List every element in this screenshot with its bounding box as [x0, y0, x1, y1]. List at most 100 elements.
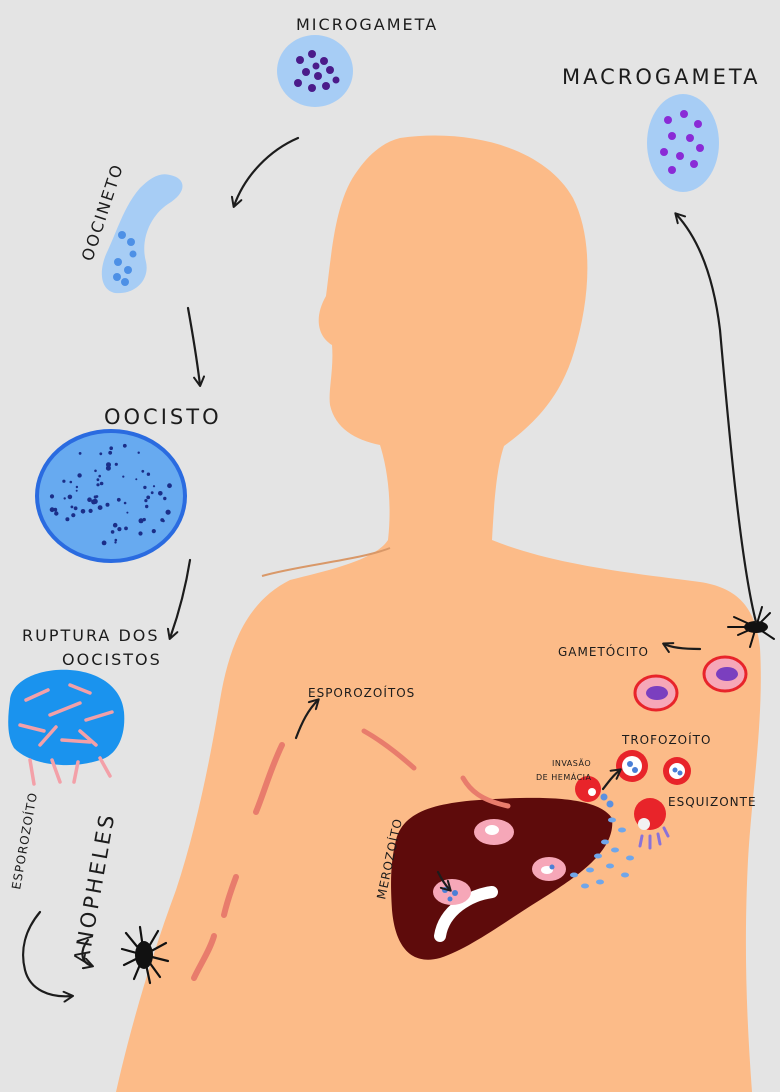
oocyst-speckle — [71, 513, 76, 518]
oocyst-speckle — [106, 462, 111, 468]
mosquito-icon — [727, 606, 775, 648]
oocyst-speckle — [152, 485, 156, 488]
schizont-cell — [634, 798, 670, 850]
liver — [391, 797, 634, 960]
oocyst-speckle — [122, 443, 127, 448]
liver-highlight — [434, 886, 498, 942]
oocyst-speckle — [99, 481, 104, 486]
oocyst-speckle — [114, 538, 118, 542]
oocyst-speckle — [162, 519, 165, 523]
oocyst-speckle — [63, 497, 66, 500]
oocyst-speckle — [77, 473, 82, 478]
oocyst-speckle — [96, 478, 100, 482]
mosquito-icon — [120, 925, 170, 985]
gametocyte-cell — [702, 655, 748, 693]
collar-line — [261, 547, 391, 577]
oocyst-speckle — [105, 465, 111, 471]
oocyst-speckle — [49, 494, 55, 499]
oocyst-speckle — [146, 495, 151, 500]
label-esporozoitos-body: ESPOROZOÍTOS — [308, 685, 415, 700]
oocyst-speckle — [126, 511, 129, 514]
red-blood-cell — [663, 757, 691, 785]
oocyst — [35, 429, 187, 563]
oocyst-speckle — [99, 452, 103, 456]
oocyst-speckle — [124, 526, 128, 531]
oocyst-speckle — [160, 492, 163, 495]
oocyst-speckle — [65, 517, 70, 522]
oocyst-speckle — [165, 509, 171, 515]
oocyst-speckle — [116, 497, 121, 502]
oocyst-speckle — [67, 494, 73, 500]
oocyst-speckle — [75, 485, 79, 489]
red-blood-cell — [616, 750, 648, 782]
oocyst-speckle — [70, 505, 74, 509]
macrogamete — [647, 94, 719, 192]
oocyst-speckle — [78, 452, 82, 455]
oocyst-speckle — [112, 522, 118, 528]
label-oocisto: OOCISTO — [104, 405, 222, 429]
oocyst-speckle — [110, 530, 115, 534]
oocyst-speckle — [54, 511, 59, 516]
oocyst-speckle — [114, 541, 117, 544]
microgamete — [277, 35, 353, 107]
oocyst-speckle — [151, 529, 156, 534]
gametocyte-cell — [633, 674, 679, 712]
oocyst-speckle — [93, 495, 97, 499]
oocyst-speckle — [73, 506, 78, 511]
oocyst-speckle — [108, 450, 113, 455]
label-ruptura-line1: RUPTURA DOS — [22, 626, 160, 645]
oocyst-speckle — [167, 483, 172, 489]
oocyst-speckle — [87, 497, 92, 503]
oocyst-speckle — [62, 479, 66, 483]
oocyst-speckle — [98, 474, 101, 478]
oocyst-speckle — [141, 469, 145, 473]
oocyst-speckle — [105, 502, 110, 507]
liver-infected-cell — [532, 857, 566, 881]
oocyst-speckle — [101, 540, 107, 546]
oocyst-speckle — [145, 504, 149, 509]
label-macrogameta: MACROGAMETA — [562, 65, 761, 89]
oocyst-speckle — [80, 509, 86, 514]
ruptured-oocyst — [8, 669, 125, 786]
cycle-arrows — [22, 136, 758, 1003]
label-esporozoito-vertical: ESPOROZOÍTO — [8, 791, 40, 891]
oocyst-speckle — [69, 480, 73, 484]
oocyst-speckle — [123, 501, 127, 505]
oocyst-speckle — [138, 531, 143, 536]
oocyst-speckle — [49, 507, 55, 513]
label-trofozoito: TROFOZOÍTO — [621, 732, 711, 747]
sporozoites-in-body — [191, 728, 511, 981]
red-blood-cell — [575, 776, 614, 808]
oocyst-speckle — [143, 485, 147, 490]
oocyst-speckle — [138, 518, 144, 524]
oocyst-speckle — [150, 491, 154, 495]
label-ruptura-line2: OOCISTOS — [62, 650, 162, 669]
label-gametocito: GAMETÓCITO — [558, 644, 649, 659]
oocyst-speckle — [96, 483, 100, 487]
label-invasao-line2: DE HEMÁCIA — [536, 771, 592, 782]
oocyst-speckle — [122, 475, 125, 478]
released-merozoites — [570, 817, 634, 889]
oocyst-speckle — [75, 489, 78, 492]
blood-stage — [575, 655, 748, 850]
ookinete — [101, 174, 183, 294]
oocyst-speckle — [92, 498, 98, 504]
oocyst-speckle — [117, 527, 122, 532]
oocyst-speckle — [53, 507, 58, 512]
label-anopheles: ANOPHELES — [69, 810, 119, 965]
oocyst-speckle — [88, 508, 93, 513]
oocyst-speckle — [142, 517, 146, 522]
oocyst-speckle — [144, 499, 148, 503]
oocyst-speckle — [146, 472, 151, 476]
oocyst-speckle — [94, 469, 97, 473]
label-invasao-line1: INVASÃO — [552, 758, 591, 768]
oocyst-speckle — [109, 446, 113, 451]
label-microgameta: MICROGAMETA — [296, 15, 438, 34]
label-esquizonte: ESQUIZONTE — [668, 795, 757, 809]
oocyst-speckle — [137, 451, 140, 454]
oocyst-speckle — [135, 478, 138, 481]
oocyst-speckle — [114, 462, 118, 466]
oocyst-speckle — [163, 496, 167, 501]
liver-infected-cell — [474, 819, 514, 845]
